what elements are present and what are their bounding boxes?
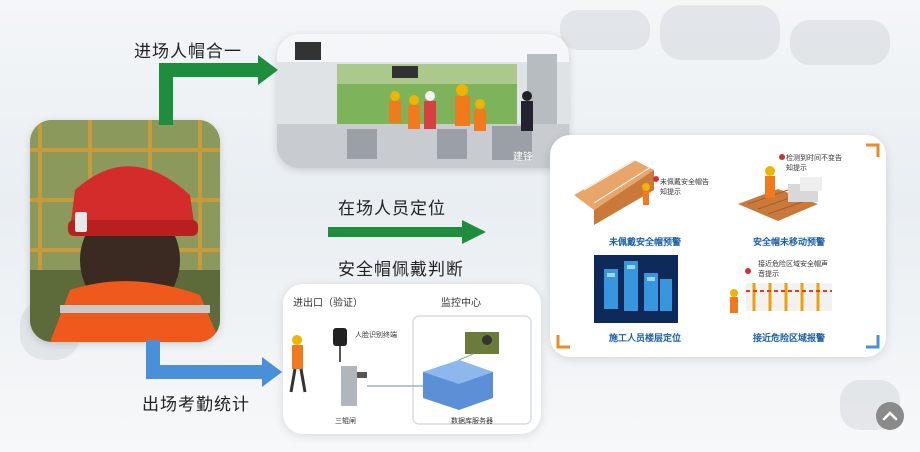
- gate-diagram-card: 进出口（验证） 监控中心 人脸识别终端 三辊闸 数据库服务器: [283, 284, 541, 434]
- entry-label: 进场人帽合一: [134, 42, 242, 62]
- alert-caption-1: 未佩戴安全帽预警: [608, 238, 681, 248]
- alert-caption-3: 施工人员楼层定位: [608, 334, 681, 344]
- gate-diagram-drawing: [289, 315, 532, 425]
- corner-top-right: [866, 143, 880, 157]
- alert-note-1: 未佩戴安全帽告知提示: [660, 178, 709, 196]
- position-arrow: [328, 220, 486, 244]
- entry-arrow: [159, 55, 278, 125]
- server-label: 数据库服务器: [451, 417, 493, 425]
- position-label: 在场人员定位: [338, 199, 446, 219]
- exit-arrow: [146, 340, 282, 387]
- scroll-top-button[interactable]: [876, 402, 904, 430]
- corner-bottom-right: [866, 335, 880, 349]
- building-location-icon: [594, 255, 678, 323]
- danger-zone-icon: [730, 268, 832, 313]
- watermark-text: 建锋: [513, 150, 533, 163]
- corner-bottom-left: [556, 335, 570, 349]
- helmet-label: 安全帽佩戴判断: [338, 260, 464, 280]
- worker-helmet-photo: [30, 120, 220, 342]
- entrance-title: 进出口（验证）: [293, 298, 363, 309]
- entrance-turnstile-photo: 建锋: [277, 34, 569, 168]
- turnstile-label: 三辊闸: [335, 417, 356, 425]
- alert-note-4: 接近危险区域安全帽声音提示: [758, 260, 828, 278]
- alert-caption-2: 安全帽未移动预警: [752, 238, 825, 248]
- helmet-missing-icon: [574, 155, 659, 225]
- helmet-static-icon: [738, 154, 822, 221]
- alerts-card: 未佩戴安全帽告知提示 未佩戴安全帽预警 检测到时间不变告知提示 安全帽未移动预警…: [550, 135, 886, 357]
- monitor-title: 监控中心: [441, 298, 481, 309]
- exit-label: 出场考勤统计: [142, 395, 250, 415]
- alert-caption-4: 接近危险区域报警: [752, 334, 825, 344]
- chevron-up-icon: [882, 411, 898, 421]
- alert-note-2: 检测到时间不变告知提示: [786, 154, 842, 172]
- face-device-label: 人脸识别终端: [355, 331, 397, 339]
